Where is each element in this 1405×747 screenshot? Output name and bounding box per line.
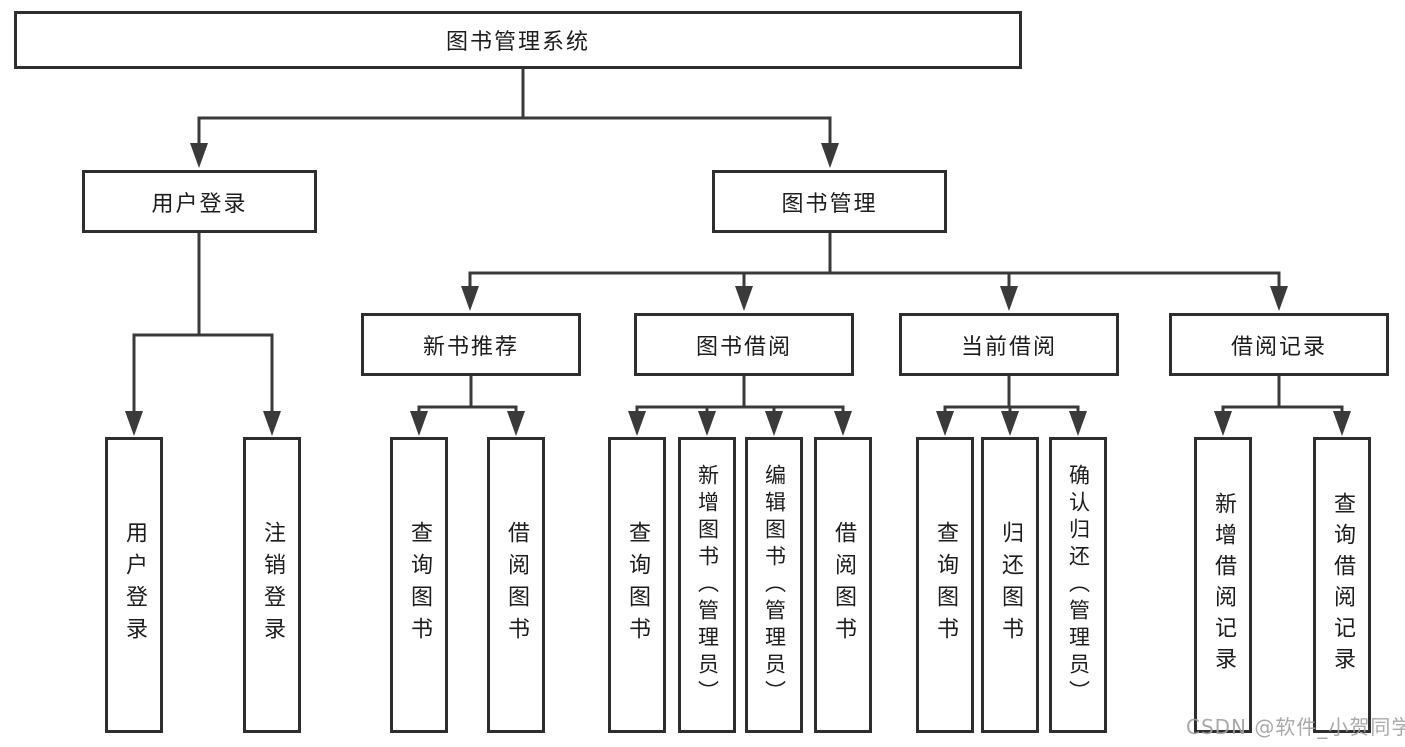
leaf-return-books: 归还图书 — [981, 437, 1039, 733]
leaf-query-books-current-label: 查询图书 — [933, 521, 958, 649]
leaf-borrow-books-recommend-label: 借阅图书 — [504, 521, 529, 649]
leaf-query-books-borrow: 查询图书 — [608, 437, 666, 733]
node-current-borrow-label: 当前借阅 — [960, 334, 1057, 360]
leaf-borrow-books: 借阅图书 — [814, 437, 872, 733]
leaf-query-books-recommend: 查询图书 — [390, 437, 448, 733]
leaf-logout: 注销登录 — [243, 437, 301, 733]
node-user-login: 用户登录 — [82, 170, 317, 233]
node-book-borrow: 图书借阅 — [634, 313, 854, 376]
leaf-query-borrow-record-label: 查询借阅记录 — [1330, 492, 1355, 678]
leaf-borrow-books-recommend: 借阅图书 — [487, 437, 545, 733]
node-book-management: 图书管理 — [712, 170, 947, 233]
leaf-return-books-label: 归还图书 — [998, 521, 1023, 649]
node-library-system-label: 图书管理系统 — [445, 30, 590, 55]
watermark: CSDN @软件_小贺同学 — [1186, 715, 1405, 739]
connector-book-borrow-children — [628, 374, 852, 436]
node-book-management-label: 图书管理 — [781, 191, 878, 217]
connector-new-book-children — [410, 374, 525, 436]
leaf-query-books-recommend-label: 查询图书 — [407, 521, 432, 649]
leaf-query-books-current: 查询图书 — [916, 437, 974, 733]
node-new-book-recommend: 新书推荐 — [361, 313, 581, 376]
node-user-login-label: 用户登录 — [151, 191, 248, 217]
leaf-add-books-admin: 新增图书（管理员） — [678, 437, 736, 733]
leaf-edit-books-admin: 编辑图书（管理员） — [745, 437, 803, 733]
connector-root-to-level2 — [190, 66, 839, 168]
connector-user-login-children — [125, 230, 281, 436]
leaf-add-borrow-record: 新增借阅记录 — [1194, 437, 1252, 733]
node-borrow-records-label: 借阅记录 — [1230, 334, 1327, 360]
leaf-add-borrow-record-label: 新增借阅记录 — [1211, 492, 1236, 678]
leaf-confirm-return-admin-label: 确认归还（管理员） — [1066, 463, 1091, 707]
leaf-borrow-books-label: 借阅图书 — [831, 521, 856, 649]
connector-current-borrow-children — [936, 374, 1087, 436]
node-borrow-records: 借阅记录 — [1169, 313, 1389, 376]
leaf-add-books-admin-label: 新增图书（管理员） — [695, 463, 720, 707]
leaf-user-login: 用户登录 — [105, 437, 163, 733]
leaf-confirm-return-admin: 确认归还（管理员） — [1049, 437, 1107, 733]
node-library-system: 图书管理系统 — [14, 11, 1022, 69]
leaf-query-books-borrow-label: 查询图书 — [625, 521, 650, 649]
leaf-query-borrow-record: 查询借阅记录 — [1313, 437, 1371, 733]
leaf-logout-label: 注销登录 — [260, 521, 285, 649]
node-new-book-recommend-label: 新书推荐 — [422, 334, 519, 360]
connector-book-management-children — [461, 230, 1288, 311]
leaf-edit-books-admin-label: 编辑图书（管理员） — [762, 463, 787, 707]
node-current-borrow: 当前借阅 — [899, 313, 1119, 376]
leaf-user-login-label: 用户登录 — [122, 521, 147, 649]
node-book-borrow-label: 图书借阅 — [695, 334, 792, 360]
connector-borrow-records-children — [1214, 374, 1351, 436]
